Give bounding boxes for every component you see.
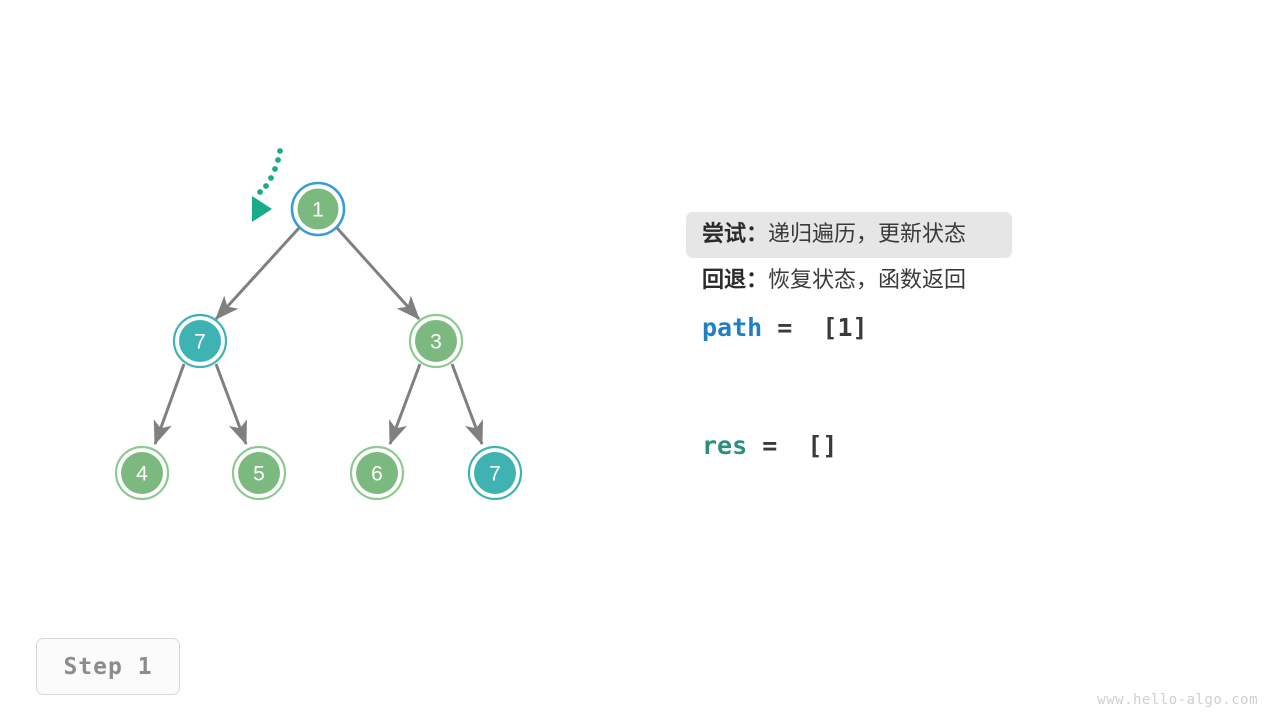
node-gap-ring [117, 448, 167, 498]
node-body [121, 452, 163, 494]
tree-node-3[interactable]: 3 [408, 313, 464, 369]
node-value: 5 [253, 463, 265, 486]
node-gap-ring [293, 184, 343, 234]
try-highlight-box: 尝试： 递归遍历，更新状态 [686, 212, 1012, 258]
edge-3-7 [450, 363, 484, 446]
node-gap-ring [352, 448, 402, 498]
try-row: 尝试： 递归遍历，更新状态 [686, 212, 1246, 258]
tree-node-7-right[interactable]: 7 [467, 445, 523, 501]
pointer-dot [268, 175, 274, 181]
node-outer-ring [467, 445, 523, 501]
node-outer-ring [114, 445, 170, 501]
node-value: 1 [312, 199, 324, 222]
res-row: res = [] [686, 422, 1246, 468]
backtrack-text: 恢复状态，函数返回 [768, 268, 967, 293]
node-body [356, 452, 398, 494]
node-outer-ring [408, 313, 464, 369]
pointer-dot [257, 189, 263, 195]
node-body [297, 188, 339, 230]
panel-spacer [686, 350, 1246, 422]
node-gap-ring [175, 316, 225, 366]
backtrack-label: 回退： [702, 268, 769, 293]
node-gap-ring [411, 316, 461, 366]
res-value: = [] [747, 430, 838, 460]
node-body [179, 320, 221, 362]
try-label: 尝试： [702, 222, 769, 247]
node-body [415, 320, 457, 362]
edge-7-5 [214, 363, 248, 446]
site-watermark: www.hello-algo.com [1097, 692, 1258, 708]
node-value: 7 [489, 463, 501, 486]
pointer-dot [272, 166, 278, 172]
pointer-dot [275, 157, 281, 163]
info-panel: 尝试： 递归遍历，更新状态 回退： 恢复状态，函数返回 path = [1] r… [686, 212, 1246, 468]
edge-7-4 [153, 363, 186, 446]
node-outer-ring [349, 445, 405, 501]
tree-node-4[interactable]: 4 [114, 445, 170, 501]
tree-node-1[interactable]: 1 [290, 181, 346, 237]
step-badge: Step 1 [36, 638, 180, 695]
tree-node-6[interactable]: 6 [349, 445, 405, 501]
pointer-dot [263, 183, 269, 189]
node-body [474, 452, 516, 494]
edge-3-6 [388, 363, 422, 446]
edge-1-7 [214, 226, 301, 321]
tree-edges [153, 226, 484, 446]
res-variable: res [702, 430, 748, 460]
node-body [238, 452, 280, 494]
tree-node-7-left[interactable]: 7 [172, 313, 228, 369]
node-value: 4 [136, 463, 148, 486]
node-value: 7 [194, 331, 206, 354]
node-outer-ring [231, 445, 287, 501]
pointer-dot [277, 148, 283, 154]
tree-node-5[interactable]: 5 [231, 445, 287, 501]
path-value: = [1] [762, 312, 868, 342]
recursion-pointer [252, 148, 283, 222]
node-outer-ring [172, 313, 228, 369]
try-text: 递归遍历，更新状态 [768, 222, 967, 247]
tree-nodes: 1 7 3 4 [114, 181, 523, 501]
node-gap-ring [470, 448, 520, 498]
path-variable: path [702, 312, 763, 342]
node-outer-ring [290, 181, 346, 237]
node-gap-ring [234, 448, 284, 498]
path-row: path = [1] [686, 304, 1246, 350]
pointer-triangle-icon [252, 196, 272, 222]
binary-tree-graphic: 1 7 3 4 [114, 148, 523, 501]
node-value: 6 [371, 463, 383, 486]
node-value: 3 [430, 331, 442, 354]
edge-1-3 [335, 226, 421, 321]
backtrack-row: 回退： 恢复状态，函数返回 [686, 258, 1246, 304]
